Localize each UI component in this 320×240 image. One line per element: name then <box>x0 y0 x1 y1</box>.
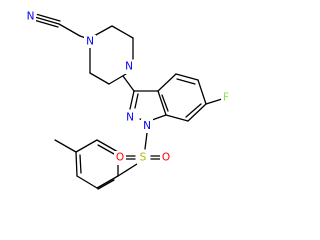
atom-bg-piperazine-n1 <box>84 35 96 48</box>
bond-c6-f <box>205 98 223 105</box>
bond-c3a-c4 <box>157 73 177 92</box>
atom-indazole-n1: N <box>143 120 151 132</box>
atom-bg-piperazine-n4 <box>123 60 135 74</box>
chemical-structure-diagram: N N N N N F S O O <box>25 10 231 190</box>
bond-ch2-cn <box>58 23 81 37</box>
bond-nitrile-triple-a <box>35 16 60 25</box>
bond-c3a-c7a <box>157 90 167 116</box>
atom-bg-sulfur <box>137 151 149 165</box>
atom-nitrile-n: N <box>27 11 35 23</box>
bond-c3-n2-a <box>129 90 135 110</box>
atom-bg-indazole-n2 <box>124 111 136 124</box>
bond-tol-c1-c2 <box>96 175 119 189</box>
atom-piperazine-n4: N <box>125 61 133 73</box>
atom-oxygen-right: O <box>162 152 170 164</box>
bond-c4-c5-a <box>175 73 199 81</box>
bond-pip-c5-c6 <box>89 72 110 85</box>
bond-tol-c3-c4 <box>75 151 78 177</box>
bond-s-aryl <box>117 163 138 177</box>
bond-tol-c5-c6-inner <box>97 144 115 155</box>
molecule-canvas: N N N N N F S O O <box>25 10 231 190</box>
atom-fluorine: F <box>223 92 229 104</box>
atom-bg-fluorine <box>221 91 231 104</box>
bond-n1-s <box>144 132 148 150</box>
bond-pip-n4-c5 <box>108 73 127 85</box>
bond-c4-c5-b <box>176 78 196 85</box>
atom-piperazine-n1: N <box>86 36 94 48</box>
bond-pip-n1-c2 <box>93 25 113 37</box>
atom-labels: N N N N N F S O O <box>25 10 231 165</box>
atom-bg-nitrile-n <box>25 10 36 23</box>
atom-bg-oxygen-right <box>160 151 172 165</box>
bond-c7a-n1 <box>151 114 167 121</box>
bond-tol-methyl <box>54 139 77 153</box>
atom-indazole-n2: N <box>126 112 134 124</box>
bond-tol-c3-c4-inner <box>79 154 82 174</box>
bond-c3-n2-b <box>134 93 139 109</box>
bond-c7-c7a <box>165 114 189 122</box>
bond-c3a-c7a-inner <box>161 94 169 112</box>
bond-tol-c5-c6 <box>96 139 119 153</box>
bond-pip-c2-c3 <box>111 25 134 39</box>
atom-sulfur: S <box>140 152 147 164</box>
bond-nitrile-triple-b <box>36 13 61 22</box>
bond-n4-c3 <box>122 75 135 92</box>
bond-c5-c6 <box>197 79 207 105</box>
bond-tol-c2-c3 <box>76 175 98 189</box>
bond-tol-c1-c2-inner <box>97 179 115 190</box>
bond-nitrile-triple-c <box>34 19 59 28</box>
bond-c6-c7-b <box>185 103 202 118</box>
bond-c6-c7-a <box>187 103 207 122</box>
atom-bg-indazole-n1 <box>141 119 153 133</box>
atom-oxygen-left: O <box>116 152 124 164</box>
bonds <box>34 13 223 190</box>
atom-bg-oxygen-left <box>114 151 126 165</box>
bond-tol-c4-c5 <box>75 139 98 153</box>
